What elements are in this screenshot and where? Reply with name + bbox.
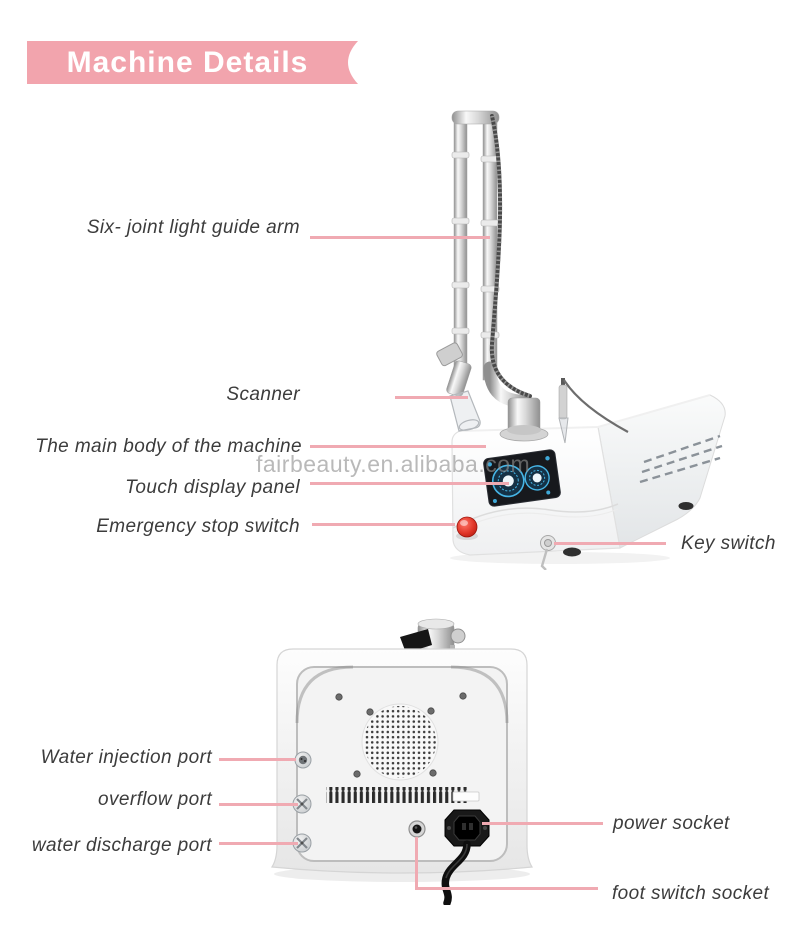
label-key-switch: Key switch [681, 533, 776, 554]
machine-rear-view-illustration [270, 618, 534, 905]
arm-cable [489, 114, 532, 398]
label-six-joint-arm: Six- joint light guide arm [86, 217, 300, 238]
water-injection-port [294, 751, 312, 769]
fan-grille [361, 703, 439, 781]
label-water-injection: Water injection port [40, 747, 212, 768]
label-foot-switch: foot switch socket [612, 883, 770, 904]
banner-ribbon-tail-icon [330, 41, 358, 84]
callout-line-emergency-stop [312, 523, 455, 526]
power-socket [441, 791, 490, 905]
side-vents [639, 434, 723, 484]
water-discharge-port [292, 833, 312, 853]
callout-line-foot-switch-vertical [415, 837, 418, 889]
label-emergency-stop: Emergency stop switch [96, 516, 300, 537]
arm-mount [483, 361, 549, 442]
section-title: Machine Details [27, 41, 330, 84]
scanner-head [436, 342, 481, 432]
label-touch-panel: Touch display panel [125, 477, 300, 498]
panel-screws [335, 692, 467, 778]
machine-shadow [450, 552, 670, 564]
callout-line-main-body [310, 445, 486, 448]
machine-top-view-illustration [436, 110, 726, 570]
label-overflow-port: overflow port [98, 789, 212, 810]
machine-foot [678, 502, 694, 510]
touch-display-panel [483, 449, 561, 507]
callout-line-overflow [219, 803, 298, 806]
callout-line-water-discharge [219, 842, 298, 845]
machine-foot [563, 547, 581, 557]
callout-line-touch-panel [310, 482, 509, 485]
foot-switch-socket [408, 820, 426, 838]
label-scanner: Scanner [226, 384, 300, 405]
label-water-discharge: water discharge port [31, 835, 212, 856]
label-main-body: The main body of the machine [35, 436, 302, 457]
callout-line-water-injection [219, 758, 296, 761]
section-banner: Machine Details [27, 41, 358, 84]
callout-line-foot-switch-horizontal [415, 887, 598, 890]
label-power-socket: power socket [613, 813, 730, 834]
callout-line-key-switch [554, 542, 666, 545]
watermark: fairbeauty.en.alibaba.com [256, 451, 531, 477]
key-switch [540, 535, 556, 570]
callout-line-power-socket [482, 822, 603, 825]
callout-line-six-joint-arm [310, 236, 490, 239]
vent-slots [326, 787, 468, 803]
emergency-stop-button [456, 516, 478, 540]
handpiece-accessory [558, 378, 629, 444]
callout-line-scanner [395, 396, 468, 399]
